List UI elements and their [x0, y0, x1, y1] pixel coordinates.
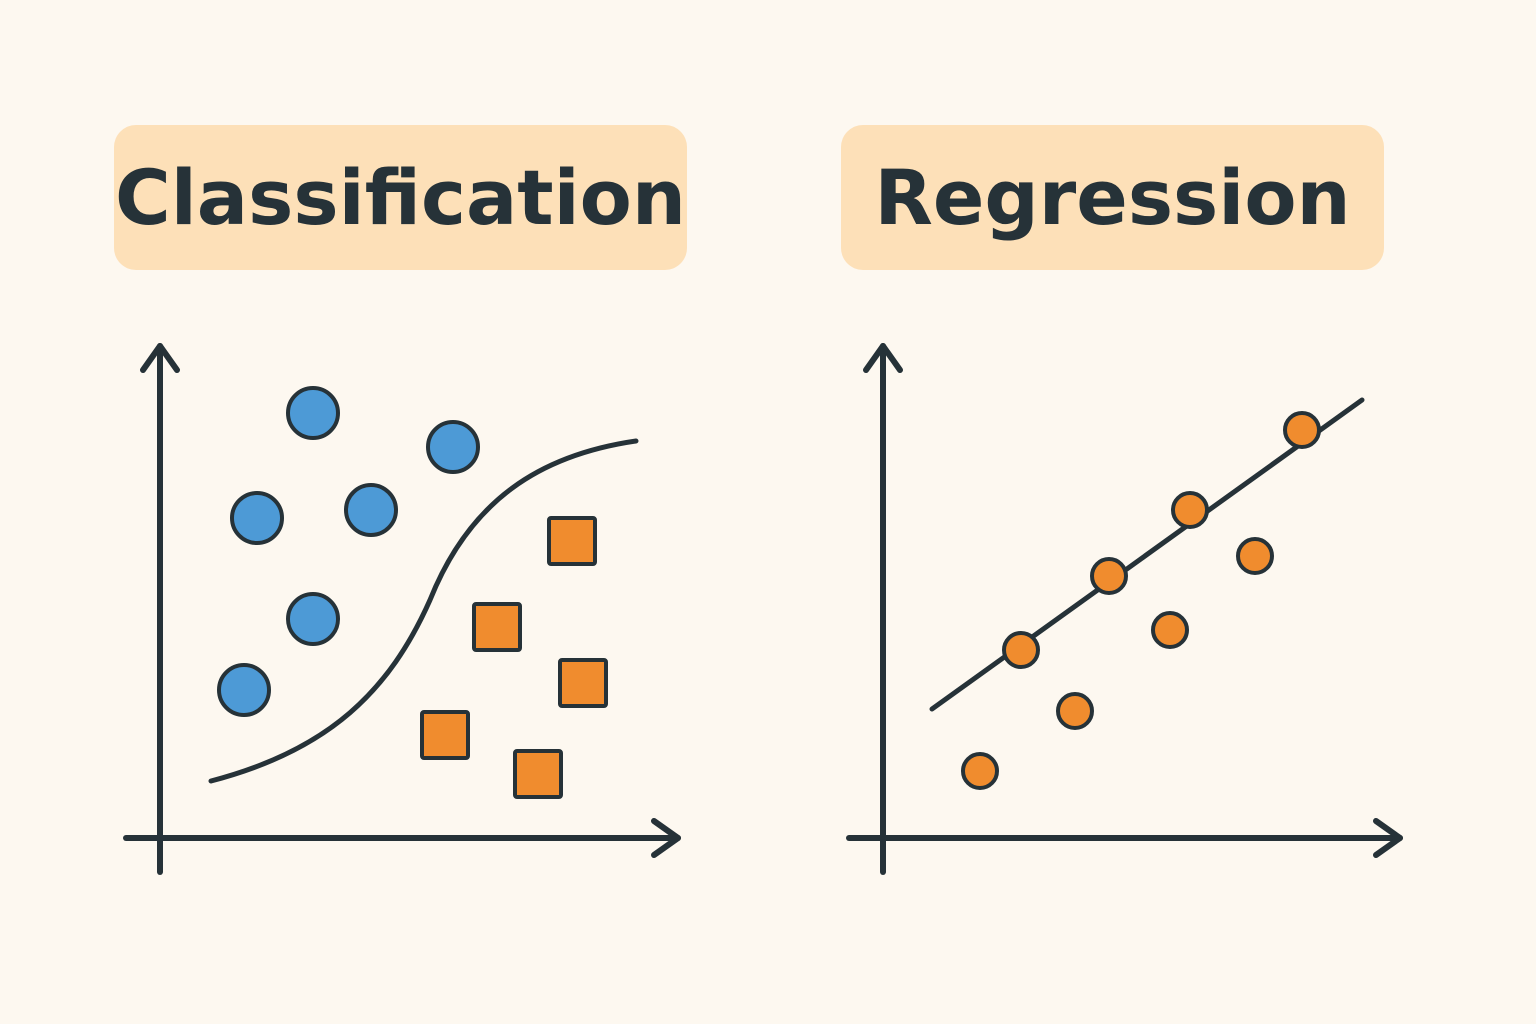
regression-y-arrow	[863, 343, 903, 373]
regression-axes	[846, 343, 1403, 875]
decision-boundary-curve	[208, 438, 639, 784]
regression-point-on-line-0	[1002, 631, 1040, 669]
class-b-square-1	[472, 602, 522, 652]
regression-point-scattered-1	[1056, 692, 1094, 730]
classification-x-arrow	[651, 818, 681, 858]
regression-point-on-line-3	[1283, 411, 1321, 449]
class-a-circle-1	[426, 420, 480, 474]
classification-axes	[123, 343, 681, 875]
classification-title: Classification	[114, 125, 687, 270]
regression-x-arrow	[1373, 818, 1403, 858]
class-b-square-0	[547, 516, 597, 566]
class-a-circle-3	[344, 483, 398, 537]
class-a-circle-0	[286, 386, 340, 440]
class-a-circle-5	[217, 663, 271, 717]
class-b-square-3	[420, 710, 470, 760]
regression-point-scattered-2	[1151, 611, 1189, 649]
class-a-circle-4	[286, 592, 340, 646]
regression-point-scattered-3	[1236, 537, 1274, 575]
class-a-circle-2	[230, 491, 284, 545]
regression-title: Regression	[841, 125, 1384, 270]
classification-y-arrow	[140, 343, 180, 373]
regression-point-scattered-0	[961, 752, 999, 790]
regression-point-on-line-1	[1090, 557, 1128, 595]
regression-point-on-line-2	[1171, 491, 1209, 529]
class-b-square-4	[513, 749, 563, 799]
class-b-square-2	[558, 658, 608, 708]
